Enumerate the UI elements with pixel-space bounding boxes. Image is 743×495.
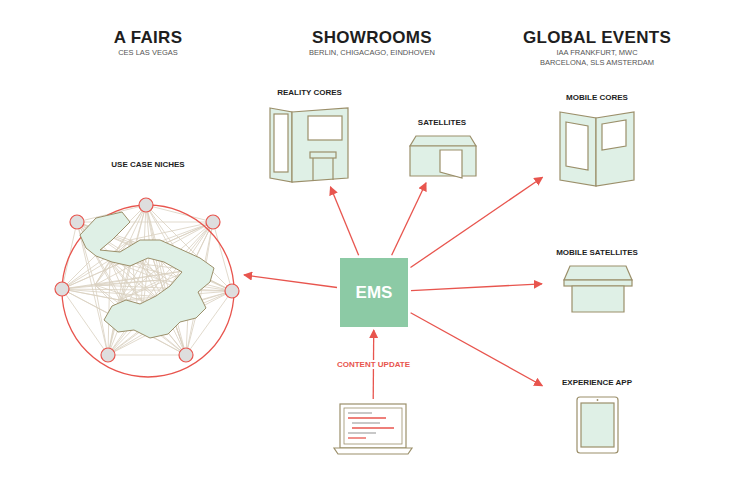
network-line [213,222,232,291]
niche-shape [80,212,214,338]
niche-dot [55,282,69,296]
arrow-connector [244,275,337,288]
item-heading: USE CASE NICHES [55,160,241,169]
network-line [95,280,160,285]
edge-label: CONTENT UPDATE [335,360,412,369]
niche-dot [139,198,153,212]
section-title: A FAIRS [48,28,248,48]
section-subtitle: IAA FRANKFURT, MWC BARCELONA, SLS AMSTER… [538,48,656,68]
item-heading: REALITY CORES [262,88,357,97]
item-heading: EXPERIENCE APP [545,378,649,387]
niche-dots [55,198,239,362]
box-label: EMS [356,283,393,303]
ems-box: EMS [340,258,408,327]
item-heading: MOBILE SATELLITES [545,248,649,257]
item-node: EXPERIENCE APP [545,378,649,454]
arrow-connector [392,183,426,256]
network-line [95,260,110,285]
item-heading: SATELLITES [398,118,486,127]
arrow-connector [330,187,358,255]
satellite-drawing [410,136,476,178]
tablet-drawing [577,397,618,453]
arrow-connector [410,177,542,267]
mobile-core-drawing [560,112,634,186]
item-node: SATELLITES [398,118,486,180]
network-line [108,260,110,355]
mobile-satellite-drawing [564,266,632,312]
item-heading: MOBILE CORES [545,93,649,102]
arrow-connector [411,284,542,291]
section-title: GLOBAL EVENTS [487,28,707,48]
niche-dot [70,215,84,229]
niche-dot [179,348,193,362]
network-line [62,289,108,355]
section-subtitle: BERLIN, CHIGACAGO, EINDHOVEN [272,48,472,58]
niche-dot [101,348,115,362]
network-line [130,222,213,240]
niche-dot [225,284,239,298]
item-node: REALITY CORES [262,88,357,184]
laptop-drawing [334,404,412,454]
section-title: SHOWROOMS [272,28,472,48]
item-node: MOBILE SATELLITES [545,248,649,314]
network-line [108,355,186,356]
arrow-connector [411,313,543,386]
item-node: USE CASE NICHES [55,160,241,364]
niche-ring [62,205,234,377]
item-node: MOBILE CORES [545,93,649,187]
niche-dot [206,215,220,229]
section-subtitle: CES LAS VEGAS [48,48,248,58]
reality-core-drawing [270,108,348,182]
item-node [334,402,412,456]
